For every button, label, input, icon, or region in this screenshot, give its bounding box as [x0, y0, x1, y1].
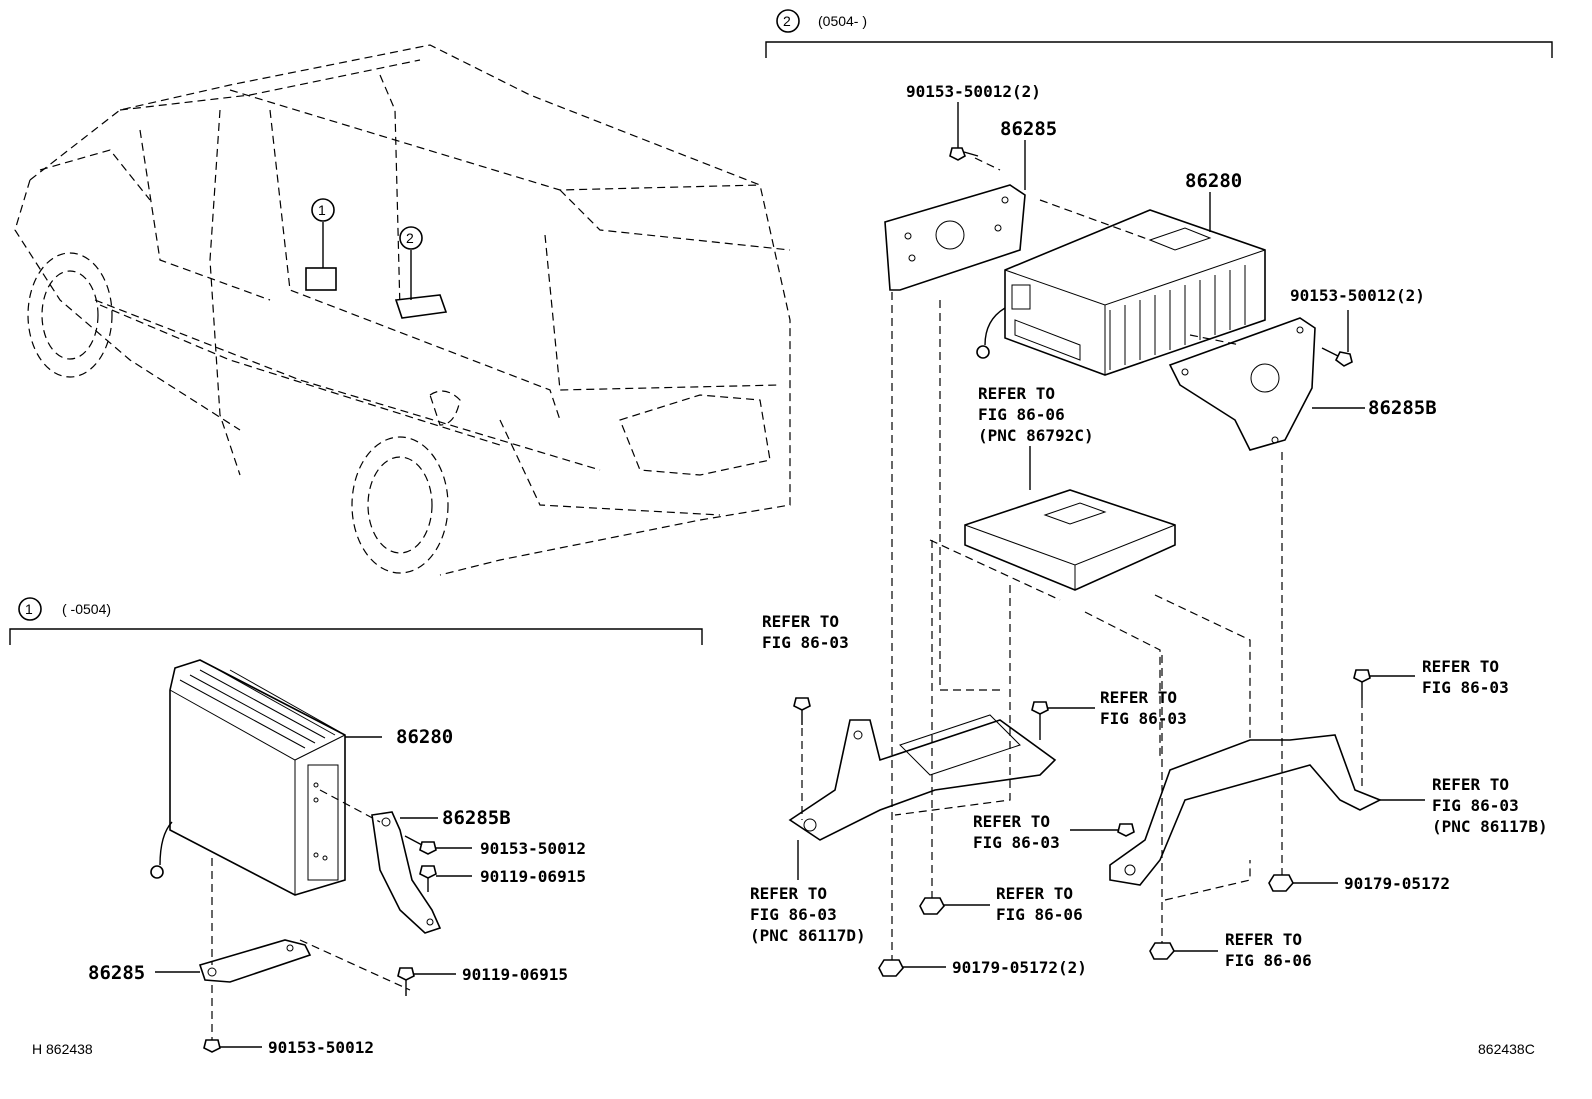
refer-c-line1: REFER TO [973, 812, 1050, 831]
nut-90179-05172 [1268, 874, 1294, 892]
section-1-marker [18, 597, 42, 621]
refer-d-line3: (PNC 86117B) [1432, 817, 1548, 836]
section-2-bracket [765, 41, 1553, 58]
vehicle-callout-1 [311, 198, 335, 222]
section-2-parts [788, 102, 1425, 977]
vehicle-illustration: 1 2 [14, 44, 791, 576]
vehicle-callout-2 [399, 226, 423, 250]
refer-b-line1: REFER TO [1100, 688, 1177, 707]
vehicle-amp-box-2 [394, 294, 448, 319]
bolt-90153-s1 [419, 841, 437, 855]
bolt-top-s2 [949, 147, 966, 161]
bolt-refer-b [1031, 701, 1049, 715]
bracket-base-left-s2 [788, 719, 1057, 841]
bolt-refer-c [1117, 823, 1135, 837]
label-bracket-86285B-s1: 86285B [442, 807, 511, 829]
section-2-range: (0504- ) [818, 13, 867, 29]
refer-b-line2: FIG 86-03 [1100, 709, 1187, 728]
nut-refer-g [919, 897, 945, 915]
refer-h-line2: FIG 86-06 [1225, 951, 1312, 970]
bracket-base-right-s2 [1109, 734, 1382, 886]
section-2-marker [776, 9, 800, 33]
section-1-parts [150, 659, 472, 1053]
footer-right-id: 862438C [1478, 1041, 1535, 1057]
label-bolt-90153-s1: 90153-50012 [480, 839, 586, 858]
bolt-90153-s1-bottom [203, 1039, 221, 1053]
vehicle-callout-2-text: 2 [406, 230, 414, 246]
section-1-labels: 86280 86285B 90153-50012 90119-06915 862… [88, 726, 586, 1057]
refer-a-line1: REFER TO [762, 612, 839, 631]
refer-e-line1: REFER TO [1422, 657, 1499, 676]
refer-ecu-line3: (PNC 86792C) [978, 426, 1094, 445]
refer-a-line2: FIG 86-03 [762, 633, 849, 652]
refer-ecu-line2: FIG 86-06 [978, 405, 1065, 424]
refer-g-line2: FIG 86-06 [996, 905, 1083, 924]
bracket-86285B-s1 [371, 811, 442, 934]
refer-c-line2: FIG 86-03 [973, 833, 1060, 852]
bracket-86285-s2 [884, 184, 1026, 291]
section-2-header: 2 (0504- ) [765, 9, 1553, 58]
label-bolt-90153-s1-bottom: 90153-50012 [268, 1038, 374, 1057]
label-nut-90179-05172-2: 90179-05172(2) [952, 958, 1087, 977]
bracket-86285-s1 [198, 939, 312, 983]
label-bracket-86285B: 86285B [1368, 397, 1437, 419]
section-1-range: ( -0504) [62, 601, 111, 617]
bolt-refer-a [793, 697, 811, 711]
refer-g-line1: REFER TO [996, 884, 1073, 903]
label-bolt-90119-s1-b: 90119-06915 [462, 965, 568, 984]
label-bracket-86285: 86285 [1000, 118, 1057, 140]
section-1-header: 1 ( -0504) [9, 597, 703, 645]
refer-ecu-line1: REFER TO [978, 384, 1055, 403]
ecu-module-s2 [964, 489, 1176, 591]
vehicle-callout-1-text: 1 [318, 202, 326, 218]
refer-e-line2: FIG 86-03 [1422, 678, 1509, 697]
label-bracket-86285-s1: 86285 [88, 962, 145, 984]
refer-d-line2: FIG 86-03 [1432, 796, 1519, 815]
refer-f-line3: (PNC 86117D) [750, 926, 866, 945]
section-1-bracket [9, 628, 703, 645]
label-bolt-90119-s1-a: 90119-06915 [480, 867, 586, 886]
footer-left-id: H 862438 [32, 1041, 93, 1057]
section-2-marker-text: 2 [783, 13, 791, 29]
bracket-86285B-s2 [1168, 317, 1316, 451]
label-amplifier-86280-s1: 86280 [396, 726, 453, 748]
refer-f-line2: FIG 86-03 [750, 905, 837, 924]
nut-refer-h [1149, 942, 1175, 960]
bolt-90119-s1-b [397, 967, 415, 981]
section-1-marker-text: 1 [25, 601, 33, 617]
bolt-90119-s1-a [419, 865, 437, 879]
refer-d-line1: REFER TO [1432, 775, 1509, 794]
label-bolt-right: 90153-50012(2) [1290, 286, 1425, 305]
refer-f-line1: REFER TO [750, 884, 827, 903]
label-amplifier-86280: 86280 [1185, 170, 1242, 192]
bolt-right-s2 [1334, 351, 1353, 367]
nut-90179-05172-2 [878, 959, 904, 977]
amplifier-86280-s1 [169, 659, 346, 896]
vehicle-amp-box-1 [305, 267, 337, 291]
label-nut-90179-05172: 90179-05172 [1344, 874, 1450, 893]
bolt-refer-e [1353, 669, 1371, 683]
section-2-labels: 90153-50012(2) 86285 86280 90153-50012(2… [750, 82, 1548, 977]
refer-h-line1: REFER TO [1225, 930, 1302, 949]
label-bolt-top: 90153-50012(2) [906, 82, 1041, 101]
